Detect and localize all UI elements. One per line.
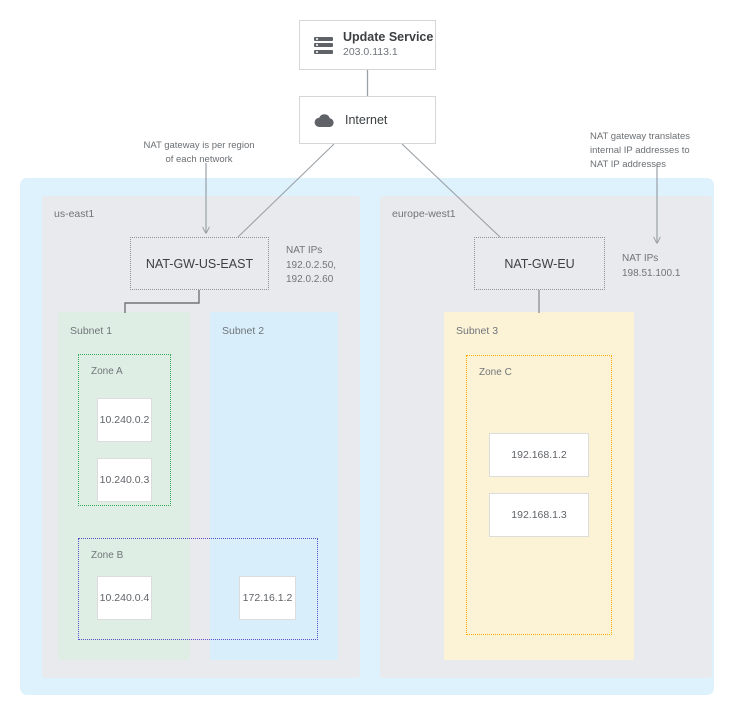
vm-instance[interactable]: 10.240.0.2 [97,398,152,442]
subnet-3: Subnet 3 [444,312,634,660]
annotation-nat-translates: NAT gateway translates internal IP addre… [590,131,690,170]
zone-c: Zone C [466,355,612,635]
nat-ips-value: 192.0.2.50, 192.0.2.60 [286,259,337,286]
zone-b: Zone B [78,538,318,640]
server-stack-icon [314,36,333,54]
zone-b-label: Zone B [91,550,124,561]
vm-instance[interactable]: 192.168.1.3 [489,493,589,537]
nat-ips-label: NAT IPs [622,253,659,264]
internet-node[interactable]: Internet [299,96,436,144]
vm-instance[interactable]: 10.240.0.4 [97,576,152,620]
vm-instance[interactable]: 10.240.0.3 [97,458,152,502]
update-service-node[interactable]: Update Service 203.0.113.1 [299,20,436,70]
region-label-europe-west1: europe-west1 [392,208,456,220]
nat-gateway-eu[interactable]: NAT-GW-EU [474,237,605,290]
cloud-icon [314,113,334,127]
subnet-1-label: Subnet 1 [70,325,113,337]
region-label-us-east1: us-east1 [54,208,95,220]
nat-ips-value: 198.51.100.1 [622,267,681,279]
vm-instance[interactable]: 192.168.1.2 [489,433,589,477]
nat-ips-label: NAT IPs [286,245,323,256]
nat-ips-eu: NAT IPs 198.51.100.1 [622,252,702,281]
vm-instance[interactable]: 172.16.1.2 [239,576,296,620]
nat-gateway-us-east[interactable]: NAT-GW-US-EAST [130,237,269,290]
zone-c-label: Zone C [479,367,512,378]
annotation-nat-per-region: NAT gateway is per region of each networ… [143,140,255,165]
update-service-title: Update Service [343,30,434,45]
subnet-3-label: Subnet 3 [456,325,499,337]
subnet-2-label: Subnet 2 [222,325,265,337]
internet-title: Internet [345,113,388,127]
zone-a-label: Zone A [91,366,123,377]
update-service-ip: 203.0.113.1 [343,45,398,58]
zone-a: Zone A [78,354,171,506]
nat-ips-us-east: NAT IPs 192.0.2.50, 192.0.2.60 [286,244,356,288]
